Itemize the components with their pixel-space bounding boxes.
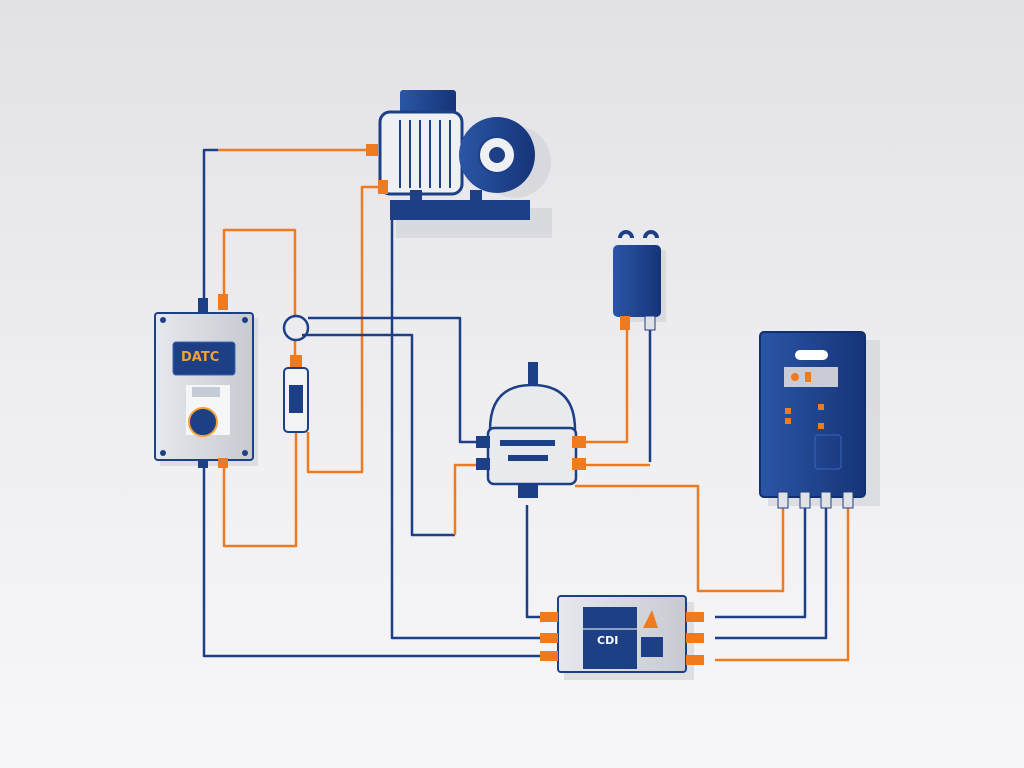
- control-panel: [759, 331, 880, 509]
- wire-navy: [525, 505, 540, 619]
- wire-orange: [715, 505, 850, 662]
- wire-navy: [715, 505, 828, 640]
- control-box: [540, 595, 704, 680]
- wire-navy: [202, 465, 540, 658]
- wire-navy: [308, 316, 490, 444]
- wire-navy: [390, 215, 540, 640]
- wire-orange: [222, 432, 298, 548]
- wire-navy: [715, 505, 807, 619]
- motor-fan: [366, 90, 552, 238]
- wires: [202, 148, 850, 662]
- controller-unit: [154, 294, 258, 468]
- capacitor: [613, 230, 666, 331]
- wire-orange: [575, 484, 785, 593]
- compressor: [476, 362, 586, 498]
- wire-orange: [575, 320, 629, 444]
- wire-navy: [302, 333, 455, 537]
- wire-orange: [306, 185, 386, 474]
- wire-orange: [222, 228, 297, 316]
- wire-navy: [202, 148, 218, 305]
- inline-sensor: [282, 314, 310, 433]
- wire-orange: [453, 463, 490, 535]
